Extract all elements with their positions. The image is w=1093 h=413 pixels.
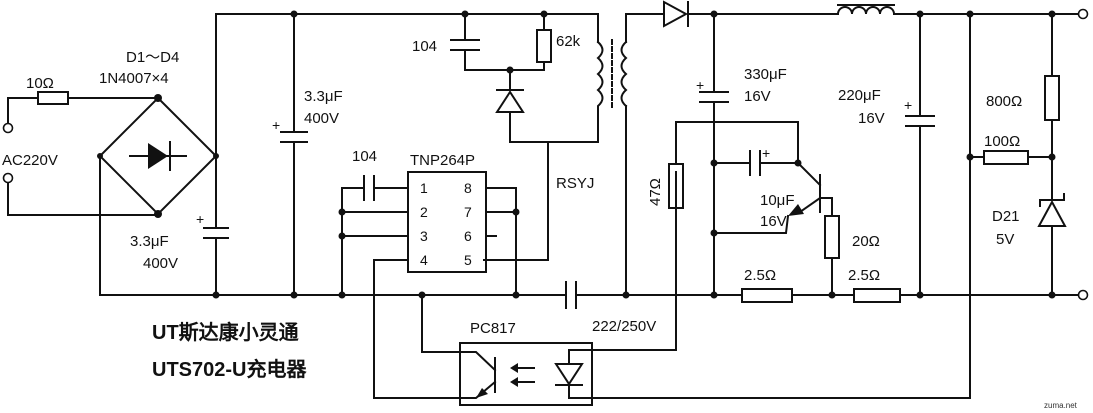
cap-10-voltage: 16V [760, 213, 787, 230]
ic-pin-2: 2 [420, 204, 428, 220]
resistor-2-5b-label: 2.5Ω [848, 267, 880, 284]
resistor-20-body [824, 215, 840, 259]
y-cap-label: 222/250V [592, 318, 656, 335]
resistor-20: 20Ω [824, 215, 880, 299]
ic-cap-label: 104 [352, 148, 377, 165]
resistor-100-body [983, 150, 1029, 165]
zener-label: D21 [992, 208, 1020, 225]
cap-10-value: 10μF [760, 192, 795, 209]
snubber-diode-icon [495, 90, 525, 113]
cap-330-value: 330μF [744, 66, 787, 83]
svg-text:+: + [904, 97, 912, 113]
output-capacitor-220: + 220μF 16V [838, 13, 935, 299]
cap-220-value: 220μF [838, 87, 881, 104]
resistor-800-label: 800Ω [986, 93, 1022, 110]
ac-terminal-top [2, 122, 14, 134]
resistor-2-5a-body [741, 288, 793, 303]
output-ground-rail: 2.5Ω 2.5Ω [711, 267, 1089, 303]
output-capacitor-330: + 330μF 16V [696, 13, 787, 299]
feedback-transistor: + 10μF 16V [713, 145, 833, 234]
bulk-cap-2-value: 3.3μF [304, 88, 343, 105]
caption-line-1: UT斯达康小灵通 [152, 320, 299, 344]
input-resistor-label: 10Ω [26, 75, 54, 92]
bulk-cap-2-voltage: 400V [304, 110, 339, 127]
ic-pin-8: 8 [464, 180, 472, 196]
snubber-network: 104 62k [412, 10, 599, 143]
snubber-resistor [536, 29, 552, 63]
bridge-part-label: 1N4007×4 [99, 70, 169, 87]
svg-text:+: + [762, 145, 770, 161]
transformer: RSYJ [556, 13, 657, 299]
caption-line-2: UTS702-U充电器 [152, 357, 307, 381]
output-inductor [836, 4, 1089, 20]
ac-voltage-label: AC220V [2, 152, 58, 169]
ic-pin-4: 4 [420, 252, 428, 268]
resistor-47: 47Ω [647, 121, 799, 209]
transistor-arrow-icon [788, 204, 804, 216]
svg-text:+: + [696, 77, 704, 93]
bulk-cap-1-value: 3.3μF [130, 233, 169, 250]
ic-pin-7: 7 [464, 204, 472, 220]
snubber-resistor-label: 62k [556, 33, 581, 50]
bulk-cap-1-voltage: 400V [143, 255, 178, 272]
bulk-capacitor-2: + 3.3μF 400V [272, 10, 343, 296]
zener-diode-icon [1037, 199, 1067, 227]
resistor-2-5a-label: 2.5Ω [744, 267, 776, 284]
ic-capacitor: 104 [338, 148, 385, 299]
svg-text:+: + [272, 117, 280, 133]
ic-body [407, 171, 487, 273]
regulation-network: 800Ω 100Ω D21 5V [966, 13, 1067, 296]
resistor-800-body [1044, 75, 1060, 121]
bridge-rectifier: D1～D4 1N4007×4 [97, 49, 219, 218]
bulk-capacitor-1: + 3.3μF 400V [130, 211, 229, 296]
ac-terminal-bottom [2, 172, 14, 184]
svg-text:+: + [196, 211, 204, 227]
bridge-diode-icon [148, 143, 168, 169]
ic-pin-1: 1 [420, 180, 428, 196]
input-resistor [37, 91, 69, 105]
optocoupler-label: PC817 [470, 320, 516, 337]
led-diode-icon [554, 363, 584, 386]
ac-input: 10Ω AC220V [2, 75, 159, 216]
zener-voltage-label: 5V [996, 231, 1014, 248]
pc817-optocoupler: PC817 [373, 156, 971, 406]
resistor-47-label: 47Ω [647, 178, 664, 206]
ic-pin-3: 3 [420, 228, 428, 244]
output-diode-icon [663, 0, 689, 28]
cap-330-voltage: 16V [744, 88, 771, 105]
watermark: zuma.net [1044, 401, 1078, 410]
ic-pin-5: 5 [464, 252, 472, 268]
tnp264p-ic: TNP264P 1 2 3 4 5 6 7 8 [338, 152, 520, 299]
resistor-100-label: 100Ω [984, 133, 1020, 150]
transformer-label: RSYJ [556, 175, 594, 192]
resistor-20-label: 20Ω [852, 233, 880, 250]
optocoupler-body [459, 342, 593, 406]
resistor-2-5b-body [853, 288, 901, 303]
output-diode [655, 0, 839, 28]
y-capacitor: 222/250V [565, 281, 713, 335]
output-terminal-negative [1077, 289, 1089, 301]
cap-220-voltage: 16V [858, 110, 885, 127]
snubber-cap-label: 104 [412, 38, 437, 55]
output-terminal-positive [1077, 8, 1089, 20]
bridge-label: D1～D4 [126, 49, 179, 66]
ic-label: TNP264P [410, 152, 475, 169]
ic-pin-6: 6 [464, 228, 472, 244]
